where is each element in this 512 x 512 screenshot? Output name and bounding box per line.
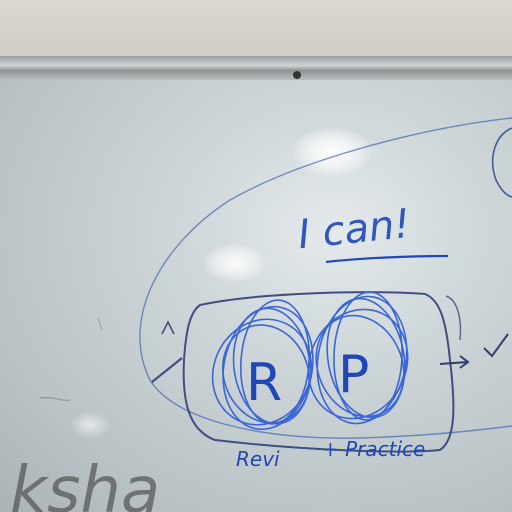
left-caret — [161, 320, 175, 335]
partial-circle — [492, 127, 512, 198]
word-left: Revi — [236, 447, 280, 471]
whiteboard-frame-rail — [0, 56, 512, 80]
left-stroke — [151, 357, 183, 383]
light-glare — [70, 412, 110, 438]
magnet — [293, 71, 301, 79]
heading-underline — [325, 254, 449, 264]
letter-p: P — [338, 345, 369, 405]
checkmark — [483, 333, 509, 358]
partial-word: ksha — [10, 454, 160, 512]
wall — [0, 0, 512, 58]
arrow-right — [439, 355, 470, 369]
scribble-right — [307, 291, 409, 425]
bracket-stroke — [445, 295, 462, 341]
outer-ellipse — [139, 117, 512, 439]
smudge — [97, 317, 103, 331]
letter-r: R — [246, 353, 282, 413]
heading-text: I can! — [296, 201, 413, 258]
smudge — [39, 396, 71, 402]
word-right: + Practice — [322, 437, 425, 461]
light-glare — [204, 244, 266, 282]
light-glare — [292, 128, 372, 176]
inner-box — [182, 291, 455, 453]
